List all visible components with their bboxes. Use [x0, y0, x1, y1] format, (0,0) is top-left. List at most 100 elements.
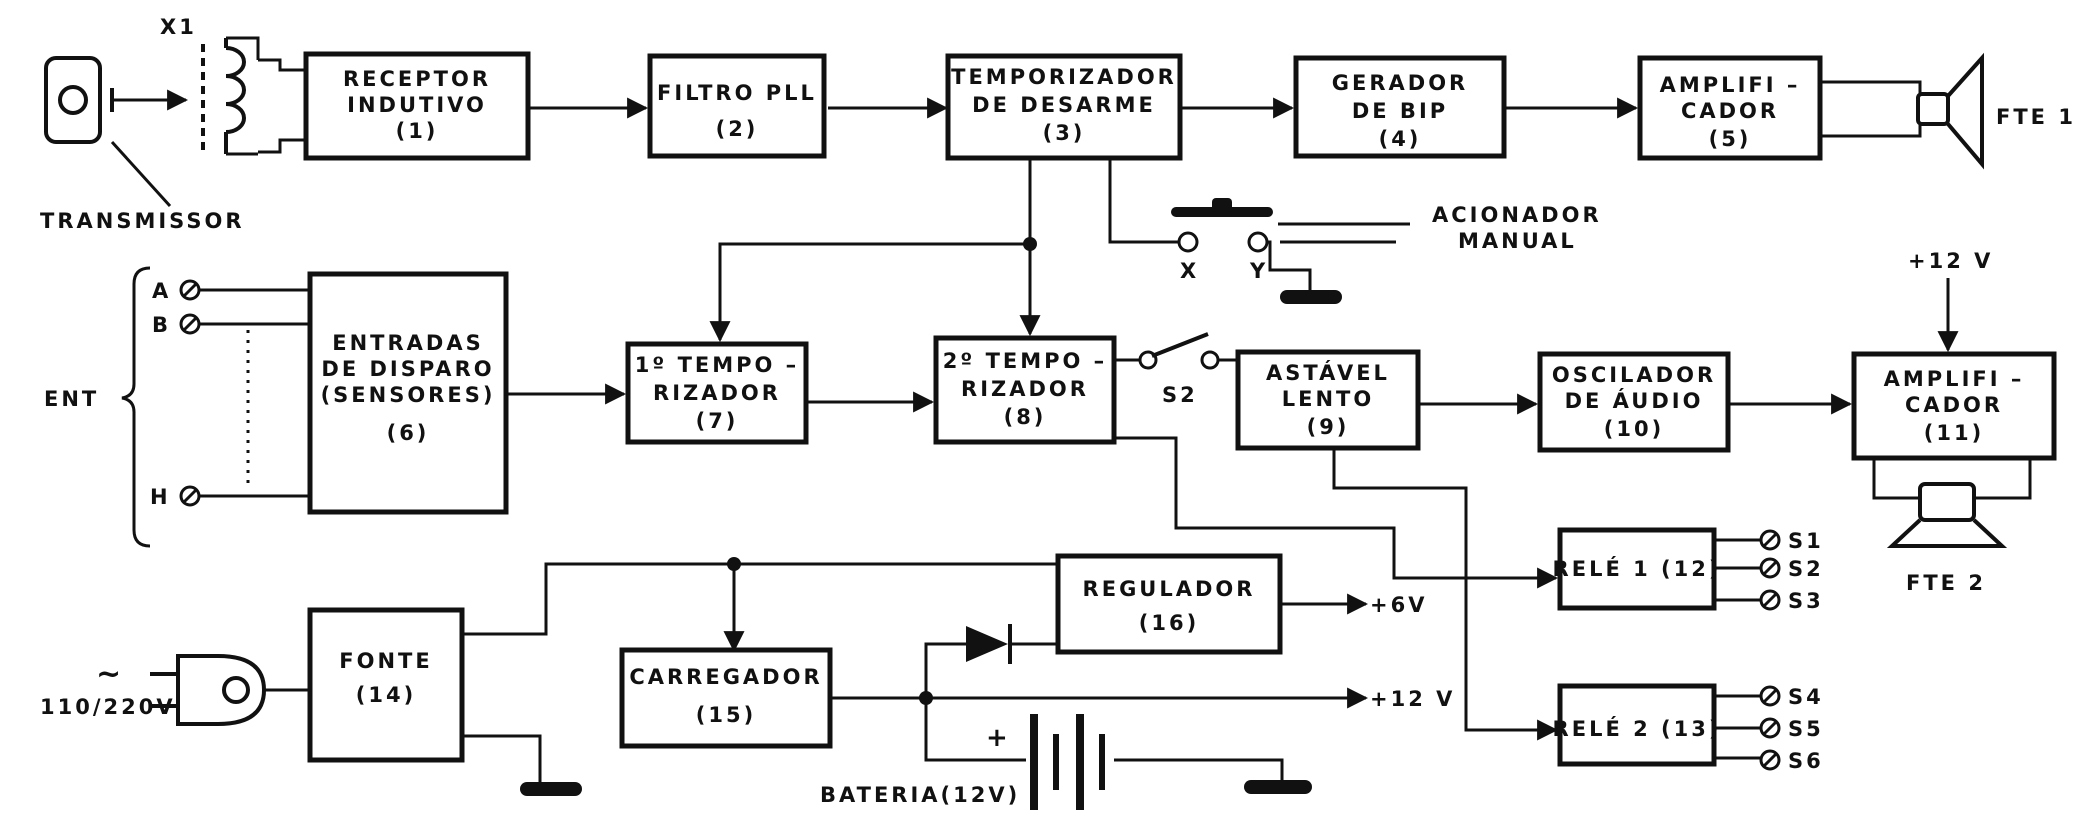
block-4-label-2: DE BIP: [1352, 99, 1448, 123]
block-filtro-pll: [647, 53, 827, 159]
block-12-label: RELÉ 1 (12): [1553, 556, 1722, 581]
label-s5: S5: [1788, 717, 1824, 741]
block-15-label-2: (15): [696, 703, 756, 727]
block-2-label-2: (2): [716, 117, 759, 141]
ent-brace-icon: [121, 266, 151, 548]
label-input-a: A: [152, 279, 171, 303]
label-plus6v: +6V: [1370, 593, 1427, 617]
label-x1: X1: [160, 15, 197, 39]
label-s4: S4: [1788, 685, 1824, 709]
label-battery-plus: +: [986, 723, 1011, 753]
block-14-label-2: (14): [356, 683, 416, 707]
block-14-label-1: FONTE: [339, 649, 432, 673]
diode-icon: [966, 624, 1012, 664]
block-10-label-2: DE ÁUDIO: [1565, 388, 1704, 413]
block-9-label-1: ASTÁVEL: [1266, 360, 1390, 385]
inductive-coil-icon: [201, 36, 260, 156]
junction-dots: [727, 237, 1037, 705]
label-s1: S1: [1788, 529, 1824, 553]
ground-icon: [1280, 290, 1342, 304]
block-4-label-3: (4): [1379, 127, 1422, 151]
label-plus12v: +12 V: [1370, 687, 1455, 711]
block-4-label-1: GERADOR: [1332, 71, 1468, 95]
manual-button-icon: [1171, 198, 1273, 253]
block-2-label-1: FILTRO PLL: [657, 81, 817, 105]
label-fte2: FTE 2: [1906, 571, 1986, 595]
block-rele-2: [1557, 683, 1717, 767]
block-16-label-2: (16): [1139, 611, 1199, 635]
speaker-fte1-icon: [1916, 52, 1984, 170]
label-acionador-1: ACIONADOR: [1432, 203, 1602, 227]
block-6-label-3: (SENSORES): [321, 383, 496, 407]
ground-icon-fonte: [520, 782, 582, 796]
block-11-label-2: CADOR: [1905, 393, 2003, 417]
block-gerador-bip: [1293, 55, 1507, 159]
block-3-label-2: DE DESARME: [972, 93, 1156, 117]
ground-icon-battery: [1244, 780, 1312, 794]
block-2-temporizador: [933, 335, 1117, 445]
block-6-label-1: ENTRADAS: [332, 331, 483, 355]
label-ac-symbol: ~: [96, 657, 124, 692]
label-fte1: FTE 1: [1996, 105, 2076, 129]
label-ent: ENT: [44, 387, 99, 411]
block-8-label-2: RIZADOR: [961, 377, 1089, 401]
battery-icon: [1030, 714, 1105, 810]
block-7-label-3: (7): [696, 409, 739, 433]
label-y: Y: [1249, 259, 1268, 283]
block-astavel-lento: [1235, 349, 1421, 451]
block-regulador: [1055, 553, 1283, 655]
block-10-label-3: (10): [1604, 417, 1664, 441]
block-11-label-3: (11): [1924, 421, 1984, 445]
block-3-label-3: (3): [1043, 121, 1086, 145]
block-1-temporizador: [625, 341, 809, 445]
block-fonte: [307, 607, 465, 763]
transmitter-icon: [44, 56, 189, 144]
label-acionador-2: MANUAL: [1458, 229, 1577, 253]
block-9-label-2: LENTO: [1282, 387, 1374, 411]
label-bateria: BATERIA(12V): [820, 783, 1020, 807]
block-6-label-4: (6): [387, 421, 430, 445]
block-oscilador-audio: [1537, 351, 1731, 453]
block-5-label-2: CADOR: [1681, 99, 1779, 123]
block-7-label-1: 1º TEMPO –: [635, 353, 799, 377]
block-11-label-1: AMPLIFI –: [1884, 367, 2025, 391]
label-plus12-top: +12 V: [1908, 249, 1993, 273]
label-x: X: [1180, 259, 1199, 283]
block-temporizador-desarme: [945, 53, 1183, 161]
block-8-label-1: 2º TEMPO –: [943, 349, 1107, 373]
label-input-h: H: [150, 485, 171, 509]
block-16-label-1: REGULADOR: [1083, 577, 1256, 601]
block-1-label-1: RECEPTOR: [343, 67, 491, 91]
block-carregador: [619, 647, 833, 749]
block-10-label-1: OSCILADOR: [1552, 363, 1716, 387]
speaker-fte2-icon: [1886, 482, 2008, 548]
block-13-label: RELÉ 2 (13): [1553, 716, 1722, 741]
block-5-label-1: AMPLIFI –: [1660, 73, 1801, 97]
block-6-label-2: DE DISPARO: [321, 357, 494, 381]
switch-s2-icon: [1138, 332, 1220, 370]
block-3-label-1: TEMPORIZADOR: [951, 65, 1177, 89]
label-s3: S3: [1788, 589, 1824, 613]
block-7-label-2: RIZADOR: [653, 381, 781, 405]
block-rele-1: [1557, 527, 1717, 611]
label-mains: 110/220V: [40, 695, 176, 719]
block-5-label-3: (5): [1709, 127, 1752, 151]
block-amplificador-11: [1851, 351, 2057, 461]
block-entradas-disparo: [307, 271, 509, 515]
block-amplificador-5: [1637, 55, 1823, 161]
block-8-label-3: (8): [1004, 405, 1047, 429]
block-receptor-indutivo-frame: [303, 51, 531, 161]
label-s2: S2: [1788, 557, 1824, 581]
block-1-label-2: INDUTIVO: [347, 93, 487, 117]
input-terminals: [179, 279, 201, 507]
label-transmissor: TRANSMISSOR: [40, 209, 245, 233]
block-1-label-3: (1): [396, 119, 439, 143]
block-9-label-3: (9): [1307, 415, 1350, 439]
label-s6: S6: [1788, 749, 1824, 773]
label-input-b: B: [152, 313, 171, 337]
mains-plug-icon: [150, 654, 267, 726]
block-15-label-1: CARREGADOR: [629, 665, 822, 689]
label-switch-s2: S2: [1162, 383, 1198, 407]
wiring: [110, 58, 2032, 784]
